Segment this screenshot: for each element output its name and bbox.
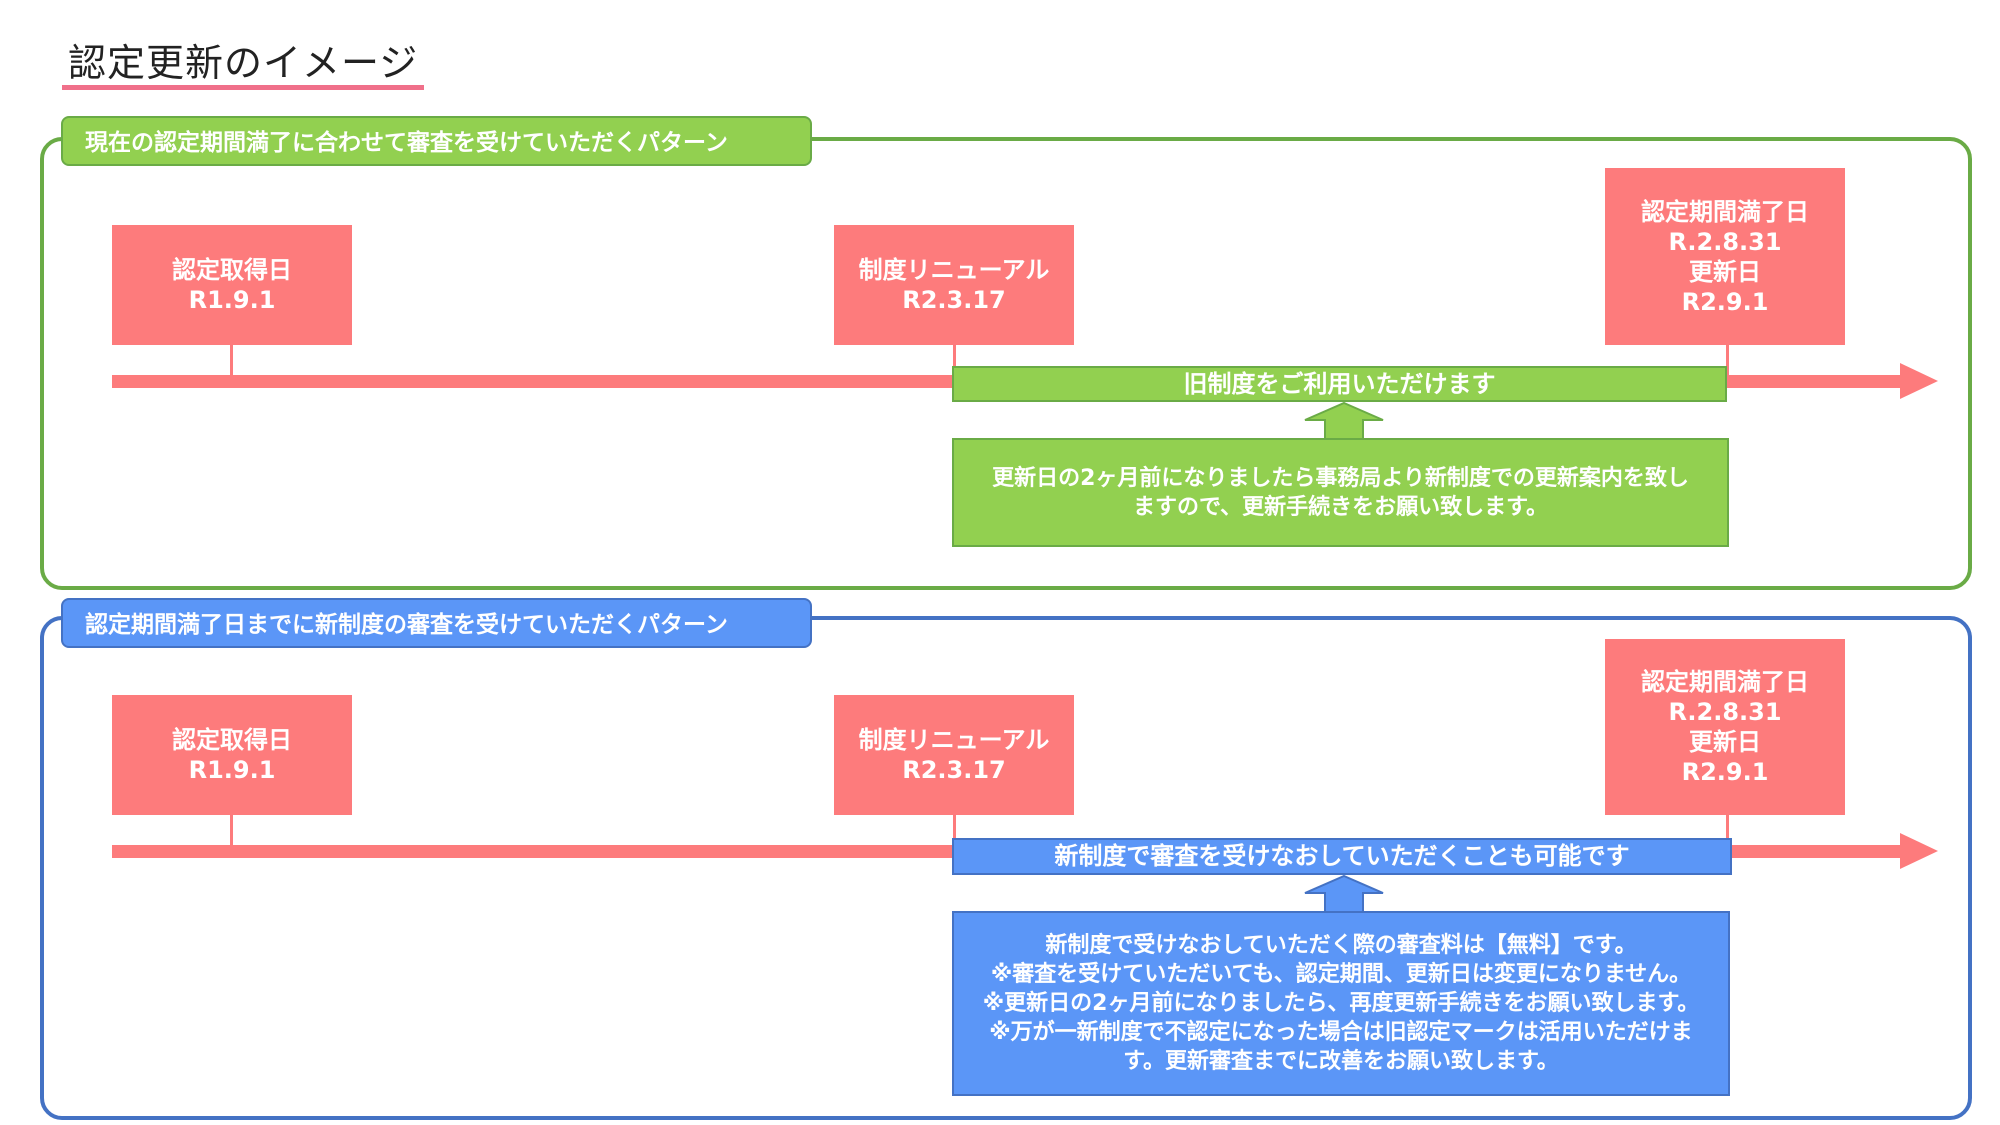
milestone-update-label: 更新日 bbox=[1689, 257, 1761, 286]
milestone-expiry: 認定期間満了日 R.2.8.31 更新日 R2.9.1 bbox=[1605, 168, 1845, 345]
milestone-renewal: 制度リニューアル R2.3.17 bbox=[834, 225, 1074, 345]
milestone-acquired: 認定取得日 R1.9.1 bbox=[112, 225, 352, 345]
note-line: 更新日の2ヶ月前になりましたら事務局より新制度での更新案内を致し bbox=[992, 465, 1689, 491]
milestone-label: 認定取得日 bbox=[172, 256, 292, 284]
milestone-date: R2.3.17 bbox=[902, 286, 1006, 314]
timeline-arrowhead bbox=[1900, 833, 1938, 869]
milestone-date: R1.9.1 bbox=[188, 286, 276, 314]
milestone-expiry: 認定期間満了日 R.2.8.31 更新日 R2.9.1 bbox=[1605, 639, 1845, 815]
milestone-acquired: 認定取得日 R1.9.1 bbox=[112, 695, 352, 815]
note-line: す。更新審査までに改善をお願い致します。 bbox=[1123, 1049, 1559, 1074]
milestone-date: R.2.8.31 bbox=[1668, 227, 1782, 256]
milestone-label: 認定期間満了日 bbox=[1641, 197, 1809, 226]
milestone-date: R.2.8.31 bbox=[1668, 698, 1782, 726]
milestone-label: 認定期間満了日 bbox=[1641, 668, 1809, 696]
milestone-update-date: R2.9.1 bbox=[1681, 287, 1769, 316]
tick-expiry bbox=[1726, 345, 1729, 375]
tick-acquired bbox=[230, 345, 233, 375]
note-line: 新制度で受けなおしていただく際の審査料は【無料】です。 bbox=[1045, 933, 1637, 958]
milestone-label: 制度リニューアル bbox=[858, 256, 1050, 284]
pattern-1-panel bbox=[40, 137, 1972, 590]
note-line: ますので、更新手続きをお願い致します。 bbox=[1133, 494, 1548, 520]
milestone-label: 制度リニューアル bbox=[858, 726, 1050, 754]
note-line: ※更新日の2ヶ月前になりましたら、再度更新手続きをお願い致します。 bbox=[982, 991, 1700, 1016]
pattern-1-tab: 現在の認定期間満了に合わせて審査を受けていただくパターン bbox=[61, 116, 812, 166]
milestone-update-date: R2.9.1 bbox=[1681, 758, 1769, 786]
up-arrow-icon bbox=[1304, 402, 1384, 440]
up-arrow-icon bbox=[1304, 875, 1384, 913]
tick-acquired bbox=[230, 815, 233, 845]
period-bar-old-system: 旧制度をご利用いただけます bbox=[952, 366, 1727, 402]
title-underline bbox=[62, 85, 424, 90]
note-line: ※審査を受けていただいても、認定期間、更新日は変更になりません。 bbox=[990, 962, 1692, 987]
tick-expiry bbox=[1726, 815, 1729, 845]
pattern-2-tab: 認定期間満了日までに新制度の審査を受けていただくパターン bbox=[61, 598, 812, 648]
milestone-date: R1.9.1 bbox=[188, 756, 276, 784]
milestone-date: R2.3.17 bbox=[902, 756, 1006, 784]
milestone-label: 認定取得日 bbox=[172, 726, 292, 754]
tick-renewal bbox=[953, 815, 956, 845]
note-line: ※万が一新制度で不認定になった場合は旧認定マークは活用いただけま bbox=[989, 1020, 1693, 1045]
timeline-arrowhead bbox=[1900, 363, 1938, 399]
note-box-1: 更新日の2ヶ月前になりましたら事務局より新制度での更新案内を致し ますので、更新… bbox=[952, 438, 1729, 547]
note-box-2: 新制度で受けなおしていただく際の審査料は【無料】です。 ※審査を受けていただいて… bbox=[952, 911, 1730, 1096]
pattern-2-panel bbox=[40, 616, 1972, 1120]
tick-renewal bbox=[953, 345, 956, 375]
period-bar-new-system: 新制度で審査を受けなおしていただくことも可能です bbox=[952, 838, 1732, 875]
milestone-update-label: 更新日 bbox=[1689, 728, 1761, 756]
milestone-renewal: 制度リニューアル R2.3.17 bbox=[834, 695, 1074, 815]
page-title: 認定更新のイメージ bbox=[68, 41, 419, 85]
